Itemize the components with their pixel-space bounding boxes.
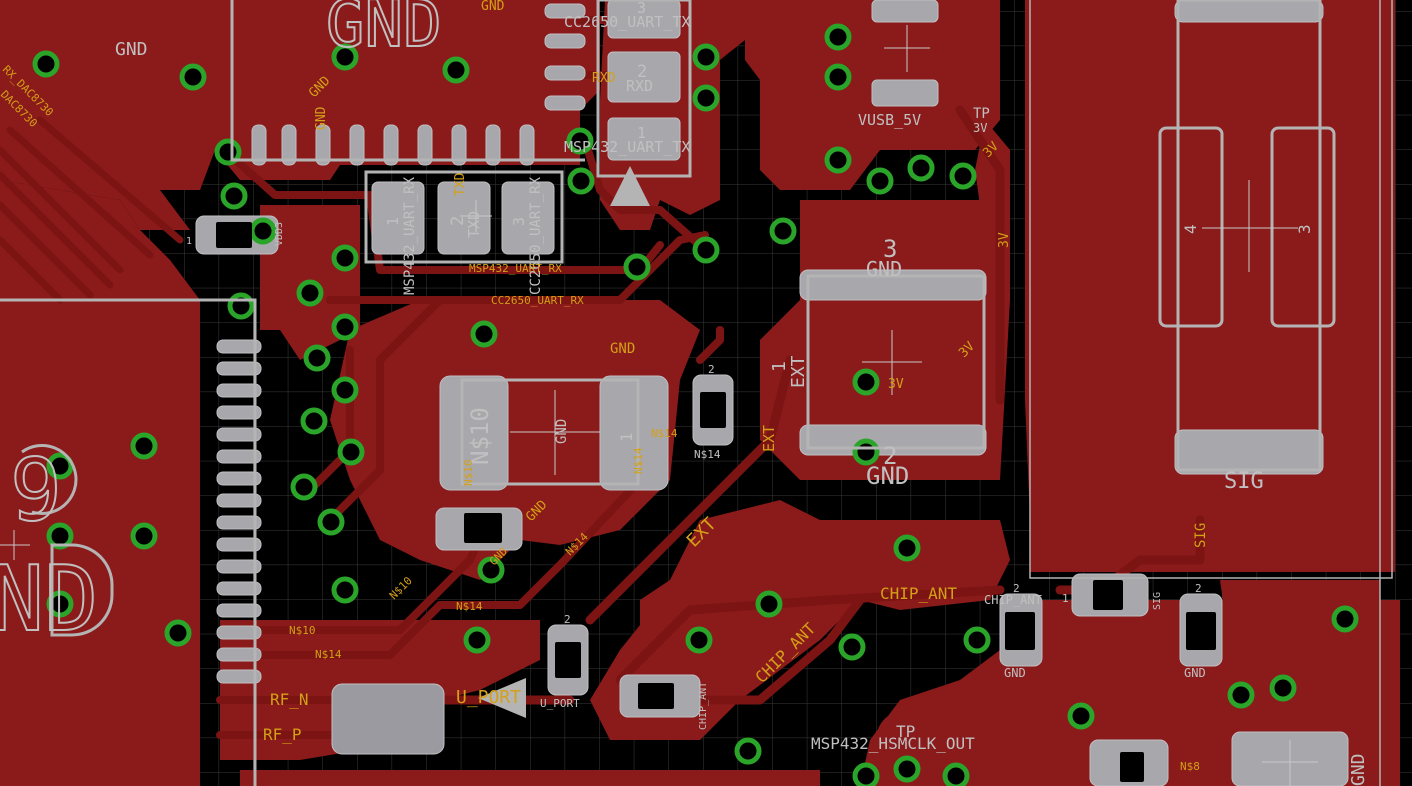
silk-gnd-bottom-right: GND [1348,753,1369,786]
silk-cc2650-uart-tx: CC2650_UART_TX [564,13,690,31]
silk-pin1-c: 1 [1062,592,1069,605]
net-ns14-e: N$14 [315,648,342,661]
silk-gnd-big-top: GND [326,0,442,62]
silk-big-nd: ND [0,547,98,652]
silkscreen-triangles [478,166,650,718]
silk-gnd-right-a: GND [1004,666,1026,680]
silk-ant-pin3: 3 [1295,224,1314,234]
silk-pin2-small-a: 2 [708,363,715,376]
silk-msp432-hsmclk-out: MSP432_HSMCLK_OUT [811,734,975,753]
silk-header-pin3: 3 [510,217,528,226]
silk-ant-pin4: 4 [1181,224,1200,234]
net-gnd-a: GND [481,0,505,14]
silk-msp432-uart-tx: MSP432_UART_TX [564,138,690,156]
silk-tp-bottom: TP [896,722,915,741]
silk-msp432-uart-rx-vert: MSP432_UART_RX [402,176,418,295]
net-cc2650-uart-rx: CC2650_UART_RX [491,294,584,307]
silk-pin1-top: 1 [637,124,646,142]
net-rf-p: RF_P [263,725,302,744]
silk-reg-gnd-bottom: GND [866,462,909,490]
silk-sig-small: SIG [1152,592,1163,610]
silk-tp-3v: 3V [973,121,987,135]
silk-pin2-rxd: 2 [637,62,647,82]
silk-txd: TXD [465,211,483,238]
net-ns10-a: N$10 [462,460,475,487]
silk-chip-ant-right: CHIP_ANT [984,593,1042,607]
net-u-port: U_PORT [456,687,521,708]
silkscreen-text: GND GND CC2650_UART_TX 3 2 RXD 1 MSP432_… [0,0,1369,786]
silk-gnd-right-b: GND [1184,666,1206,680]
silk-cc2650-uart-rx-vert: CC2650_UART_RX [528,176,544,295]
silk-reg-pin3: 3 [883,235,897,263]
net-gnd-d: GND [610,341,635,357]
net-rf-n: RF_N [270,690,309,709]
silk-pin2-small-b: 2 [564,613,571,626]
silk-pin1-cap: 1 [186,236,192,247]
silk-comp-gnd-vert: GND [554,419,570,444]
net-ns14-c: N$14 [632,447,645,474]
silk-reg-ext: EXT [788,355,809,388]
net-ns8: N$8 [1180,760,1200,773]
net-ns14-d: N$14 [456,600,483,613]
silk-reg-pin1: 1 [769,361,790,372]
silk-header-pin2: 2 [448,216,468,226]
silk-big-9: 9 [10,441,62,541]
silk-vdd3: VDD3 [274,222,285,246]
silk-pin2-d: 2 [1195,582,1202,595]
silk-n10-vert: N$10 [466,407,494,465]
silk-u-port-small: U_PORT [540,697,580,710]
silk-pin2-c: 2 [1013,582,1020,595]
silk-vusb-5v: VUSB_5V [858,111,921,129]
silk-chip-ant-vert: CHIP_ANT [698,682,709,730]
silk-header-pin1: 1 [384,217,402,226]
crosshairs [0,25,1318,786]
silk-cap-pin1: 1 [617,432,636,442]
net-msp432-uart-rx: MSP432_UART_RX [469,262,562,275]
silk-rxd: RXD [626,77,653,95]
silk-ant-sig: SIG [1224,469,1264,494]
net-3v-d: 3V [888,377,904,392]
net-gnd-c: GND [314,106,329,130]
net-txd: TXD [453,172,468,196]
silk-reg-pin2: 2 [883,442,897,470]
net-chip-ant-a: CHIP_ANT [880,584,957,603]
silk-reg-gnd-top: GND [866,257,902,281]
silk-gnd-top-left: GND [115,39,148,60]
silk-ns14-small: N$14 [694,448,721,461]
pad-slots [216,222,1216,782]
vias[interactable] [32,23,1359,786]
net-ns10-c: N$10 [289,624,316,637]
net-rxd: RXD [592,71,616,86]
net-sig: SIG [1193,523,1209,548]
net-3v-b: 3V [997,232,1012,248]
net-ext-a: EXT [760,425,778,452]
silk-pin3-top: 3 [637,0,646,17]
silk-tp-a: TP [973,106,990,122]
net-ns14-a: N$14 [651,427,678,440]
